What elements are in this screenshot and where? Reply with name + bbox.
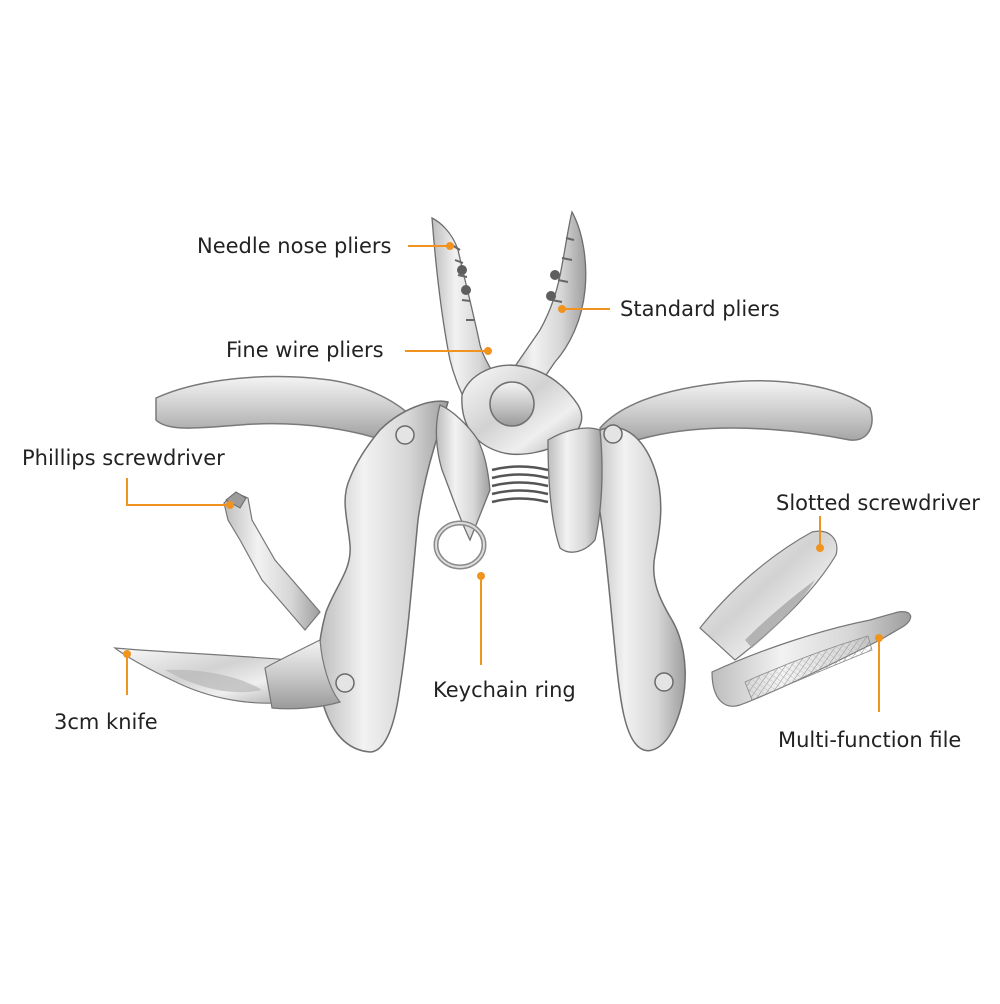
needle-jaw-teeth — [451, 244, 474, 321]
left-inner-handle — [435, 404, 491, 542]
callout-standard-dot — [558, 305, 566, 313]
spring — [491, 465, 549, 504]
callout-knife-dot — [123, 650, 131, 658]
right-inner-handle — [547, 427, 603, 553]
callout-keychain-dot — [477, 572, 485, 580]
standard-jaw-hole-2 — [546, 291, 556, 301]
left-handle-side-panel — [264, 639, 342, 710]
label-slotted-screwdriver: Slotted screwdriver — [776, 491, 980, 515]
needle-jaw-hole-2 — [461, 285, 471, 295]
rivet-right-bottom — [654, 672, 674, 692]
callout-lines — [123, 242, 883, 712]
callout-phillips-line — [126, 478, 228, 506]
callout-fine-wire-dot — [484, 347, 492, 355]
rivet-left-top — [395, 425, 415, 445]
label-standard-pliers: Standard pliers — [620, 297, 780, 321]
label-knife: 3cm knife — [54, 710, 158, 734]
standard-jaw-teeth — [551, 237, 575, 303]
knife-edge-shine — [165, 669, 262, 693]
right-handle-body — [591, 426, 686, 752]
rivet-left-bottom — [335, 673, 355, 693]
phillips-tip — [225, 491, 247, 509]
phillips-screwdriver-blade — [223, 492, 321, 631]
label-keychain-ring: Keychain ring — [433, 678, 576, 702]
callout-phillips-dot — [226, 501, 234, 509]
right-handle-arm — [599, 380, 873, 449]
callout-slotted-dot — [816, 544, 824, 552]
label-needle-nose-pliers: Needle nose pliers — [197, 234, 392, 258]
label-phillips-screwdriver: Phillips screwdriver — [22, 446, 225, 470]
rivet-right-top — [603, 424, 623, 444]
callout-file-dot — [875, 634, 883, 642]
keychain-ring-highlight — [435, 522, 485, 568]
file-texture — [744, 635, 873, 701]
label-multi-function-file: Multi-function file — [778, 728, 962, 752]
pivot-rivet — [489, 381, 535, 427]
left-handle-body — [317, 400, 449, 753]
needle-jaw-hole-1 — [457, 265, 467, 275]
standard-jaw-hole-1 — [550, 270, 560, 280]
label-fine-wire-pliers: Fine wire pliers — [226, 338, 384, 362]
slotted-blade-shine — [745, 580, 815, 648]
callout-needle-nose-dot — [446, 242, 454, 250]
